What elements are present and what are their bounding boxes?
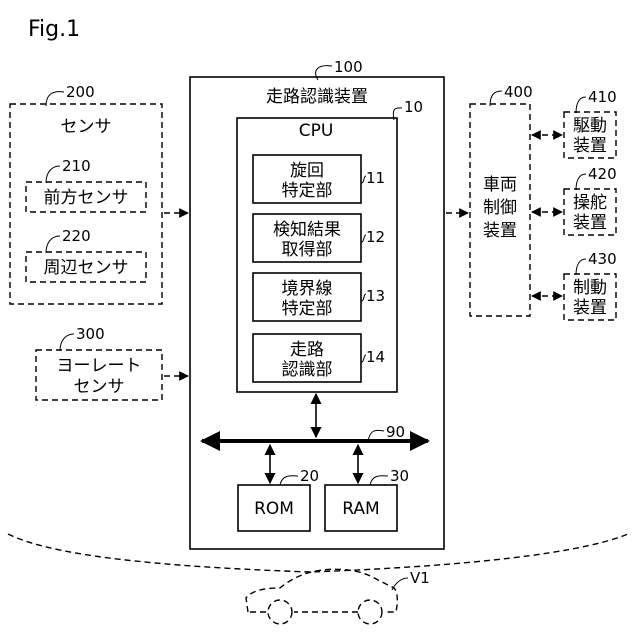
steering-device-line-1: 操舵 (573, 193, 607, 213)
unit-line-1: 境界線 (282, 279, 333, 299)
cpu-label: CPU (299, 121, 334, 141)
vehicle-ref: V1 (410, 569, 430, 587)
drive-device-line-2: 装置 (573, 136, 607, 156)
rom-block: ROM 20 (238, 467, 319, 531)
ram-ref: 30 (390, 467, 409, 485)
ram-block: RAM 30 (325, 467, 409, 531)
ram-leader (370, 476, 388, 485)
braking-device-line-2: 装置 (573, 298, 607, 318)
front-sensor-leader (46, 166, 60, 183)
unit-line-2: 特定部 (282, 181, 333, 201)
cpu-ref: 10 (404, 98, 423, 116)
braking-device: 制動 装置 430 (532, 250, 617, 320)
vehicle-body (246, 569, 397, 612)
steering-device-line-2: 装置 (573, 213, 607, 233)
figure-label: Fig.1 (28, 17, 80, 42)
unit-line-2: 特定部 (282, 299, 333, 319)
unit-line-2: 取得部 (282, 240, 333, 260)
surround-sensor-ref: 220 (62, 227, 91, 245)
vehicle-control-line-1: 車両 (483, 175, 517, 195)
steering-device-ref: 420 (588, 165, 617, 183)
vehicle-control-device: 車両 制御 装置 400 (470, 83, 533, 316)
rom-leader (280, 476, 298, 485)
unit-12: 検知結果 取得部 12 (253, 214, 385, 262)
surround-sensor-leader (46, 236, 60, 253)
braking-device-ref: 430 (588, 250, 617, 268)
unit-line-1: 検知結果 (273, 220, 341, 240)
rom-label: ROM (254, 499, 294, 519)
braking-device-leader (576, 259, 586, 275)
bus: 90 (202, 423, 428, 441)
unit-14: 走路 認識部 14 (253, 334, 385, 382)
unit-ref: 14 (366, 348, 385, 366)
unit-ref: 11 (366, 169, 385, 187)
drive-device-ref: 410 (588, 88, 617, 106)
device-ref: 100 (334, 58, 363, 76)
rear-wheel-icon (358, 600, 382, 624)
vehicle-control-line-3: 装置 (483, 221, 517, 241)
yaw-rate-sensor-line-2: センサ (74, 377, 125, 397)
yaw-rate-sensor: ヨーレート センサ 300 (36, 325, 162, 400)
surround-sensor-label: 周辺センサ (44, 258, 129, 278)
vehicle: V1 (246, 569, 430, 624)
sensor-group-label: センサ (61, 117, 112, 137)
steering-device: 操舵 装置 420 (532, 165, 617, 235)
sensor-group: センサ 200 前方センサ 210 周辺センサ 220 (10, 83, 162, 304)
sensor-group-ref: 200 (66, 83, 95, 101)
unit-ref: 12 (366, 228, 385, 246)
bus-ref: 90 (386, 423, 405, 441)
unit-line-2: 認識部 (282, 360, 333, 380)
yaw-rate-sensor-leader (60, 334, 74, 351)
drive-device: 駆動 装置 410 (532, 88, 617, 158)
yaw-rate-sensor-ref: 300 (76, 325, 105, 343)
yaw-rate-sensor-line-1: ヨーレート (57, 356, 142, 376)
unit-ref: 13 (366, 287, 385, 305)
unit-13: 境界線 特定部 13 (253, 273, 385, 321)
vehicle-boundary-arc (8, 534, 628, 572)
vehicle-control-line-2: 制御 (483, 198, 517, 218)
unit-line-1: 旋回 (290, 161, 324, 181)
ram-label: RAM (342, 499, 379, 519)
vehicle-control-ref: 400 (504, 83, 533, 101)
surround-sensor: 周辺センサ 220 (26, 227, 146, 282)
steering-device-leader (576, 174, 586, 190)
rom-ref: 20 (300, 467, 319, 485)
drive-device-line-1: 駆動 (573, 116, 607, 136)
unit-11: 旋回 特定部 11 (253, 155, 385, 203)
front-wheel-icon (268, 600, 292, 624)
unit-line-1: 走路 (290, 340, 324, 360)
braking-device-line-1: 制動 (573, 278, 607, 298)
front-sensor-ref: 210 (62, 157, 91, 175)
front-sensor-label: 前方センサ (44, 188, 129, 208)
drive-device-leader (576, 97, 586, 113)
device-leader (316, 66, 332, 80)
front-sensor: 前方センサ 210 (26, 157, 146, 212)
device-label: 走路認識装置 (266, 87, 368, 107)
